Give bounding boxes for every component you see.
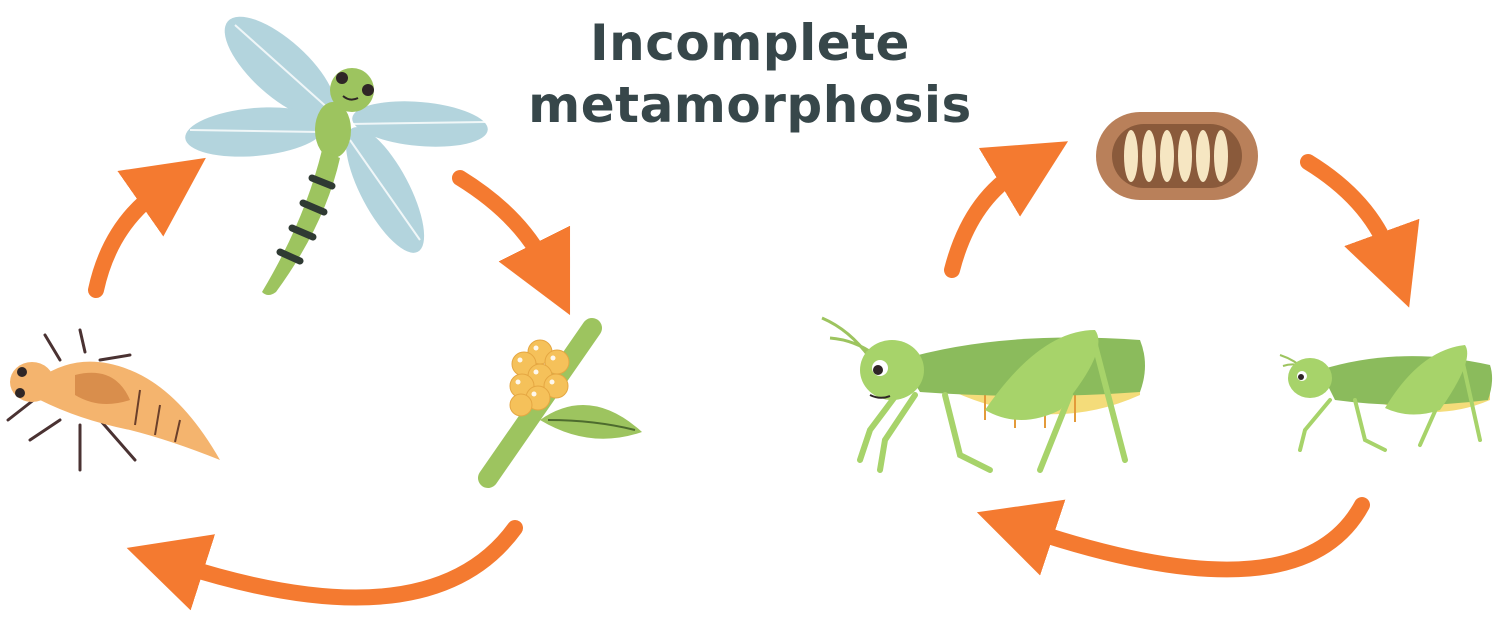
egg-pod-icon [1096, 112, 1258, 200]
cycle-arrow [1308, 162, 1390, 255]
eggs-on-stem-icon [488, 328, 642, 478]
dragonfly-cycle-arrows [96, 178, 545, 597]
dragonfly-icon [183, 0, 489, 295]
cycle-arrow [96, 190, 160, 290]
adult-grasshopper-icon [822, 318, 1145, 470]
cycle-arrow [952, 170, 1020, 270]
cycle-arrow [180, 528, 515, 597]
cycle-arrow [460, 178, 545, 265]
young-grasshopper-icon [1280, 345, 1492, 450]
cycle-arrow [1030, 505, 1362, 570]
nymph-icon [8, 330, 220, 470]
